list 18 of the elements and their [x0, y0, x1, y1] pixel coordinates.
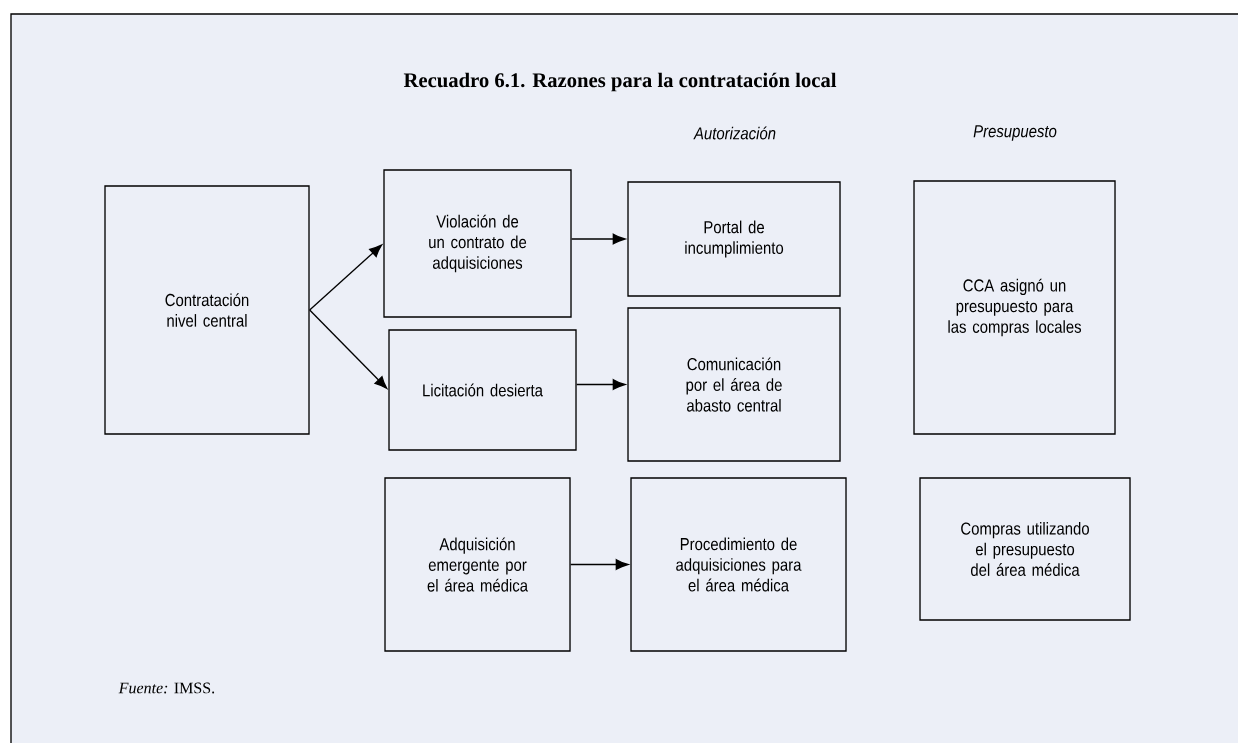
column-heading: Autorización [693, 126, 776, 140]
arrow [571, 233, 626, 245]
process-box: Comunicación por el área de abasto central [627, 307, 841, 462]
arrow [309, 244, 383, 311]
process-box: Violación de un contrato de adquisiciones [383, 169, 572, 318]
process-box: Adquisición emergente por el área médica [384, 477, 571, 652]
process-box: Portal de incumplimiento [627, 181, 841, 297]
arrow [576, 379, 626, 390]
process-box: Procedimiento de adquisiciones para el área médica [630, 477, 847, 652]
title: Recuadro 6.1. Razones para la contratación local [403, 72, 837, 92]
process-box: CCA asignó un presupuesto para las compras locales [913, 180, 1116, 435]
process-box: Compras utilizando el presupuesto del área médica [919, 477, 1131, 621]
process-box: Contratación nivel central [104, 185, 310, 435]
column-heading: Presupuesto [973, 125, 1057, 141]
arrow [309, 309, 388, 389]
arrow [570, 559, 629, 570]
source-note: Fuente: IMSS. [118, 682, 215, 694]
process-box: Licitación desierta [388, 329, 577, 451]
